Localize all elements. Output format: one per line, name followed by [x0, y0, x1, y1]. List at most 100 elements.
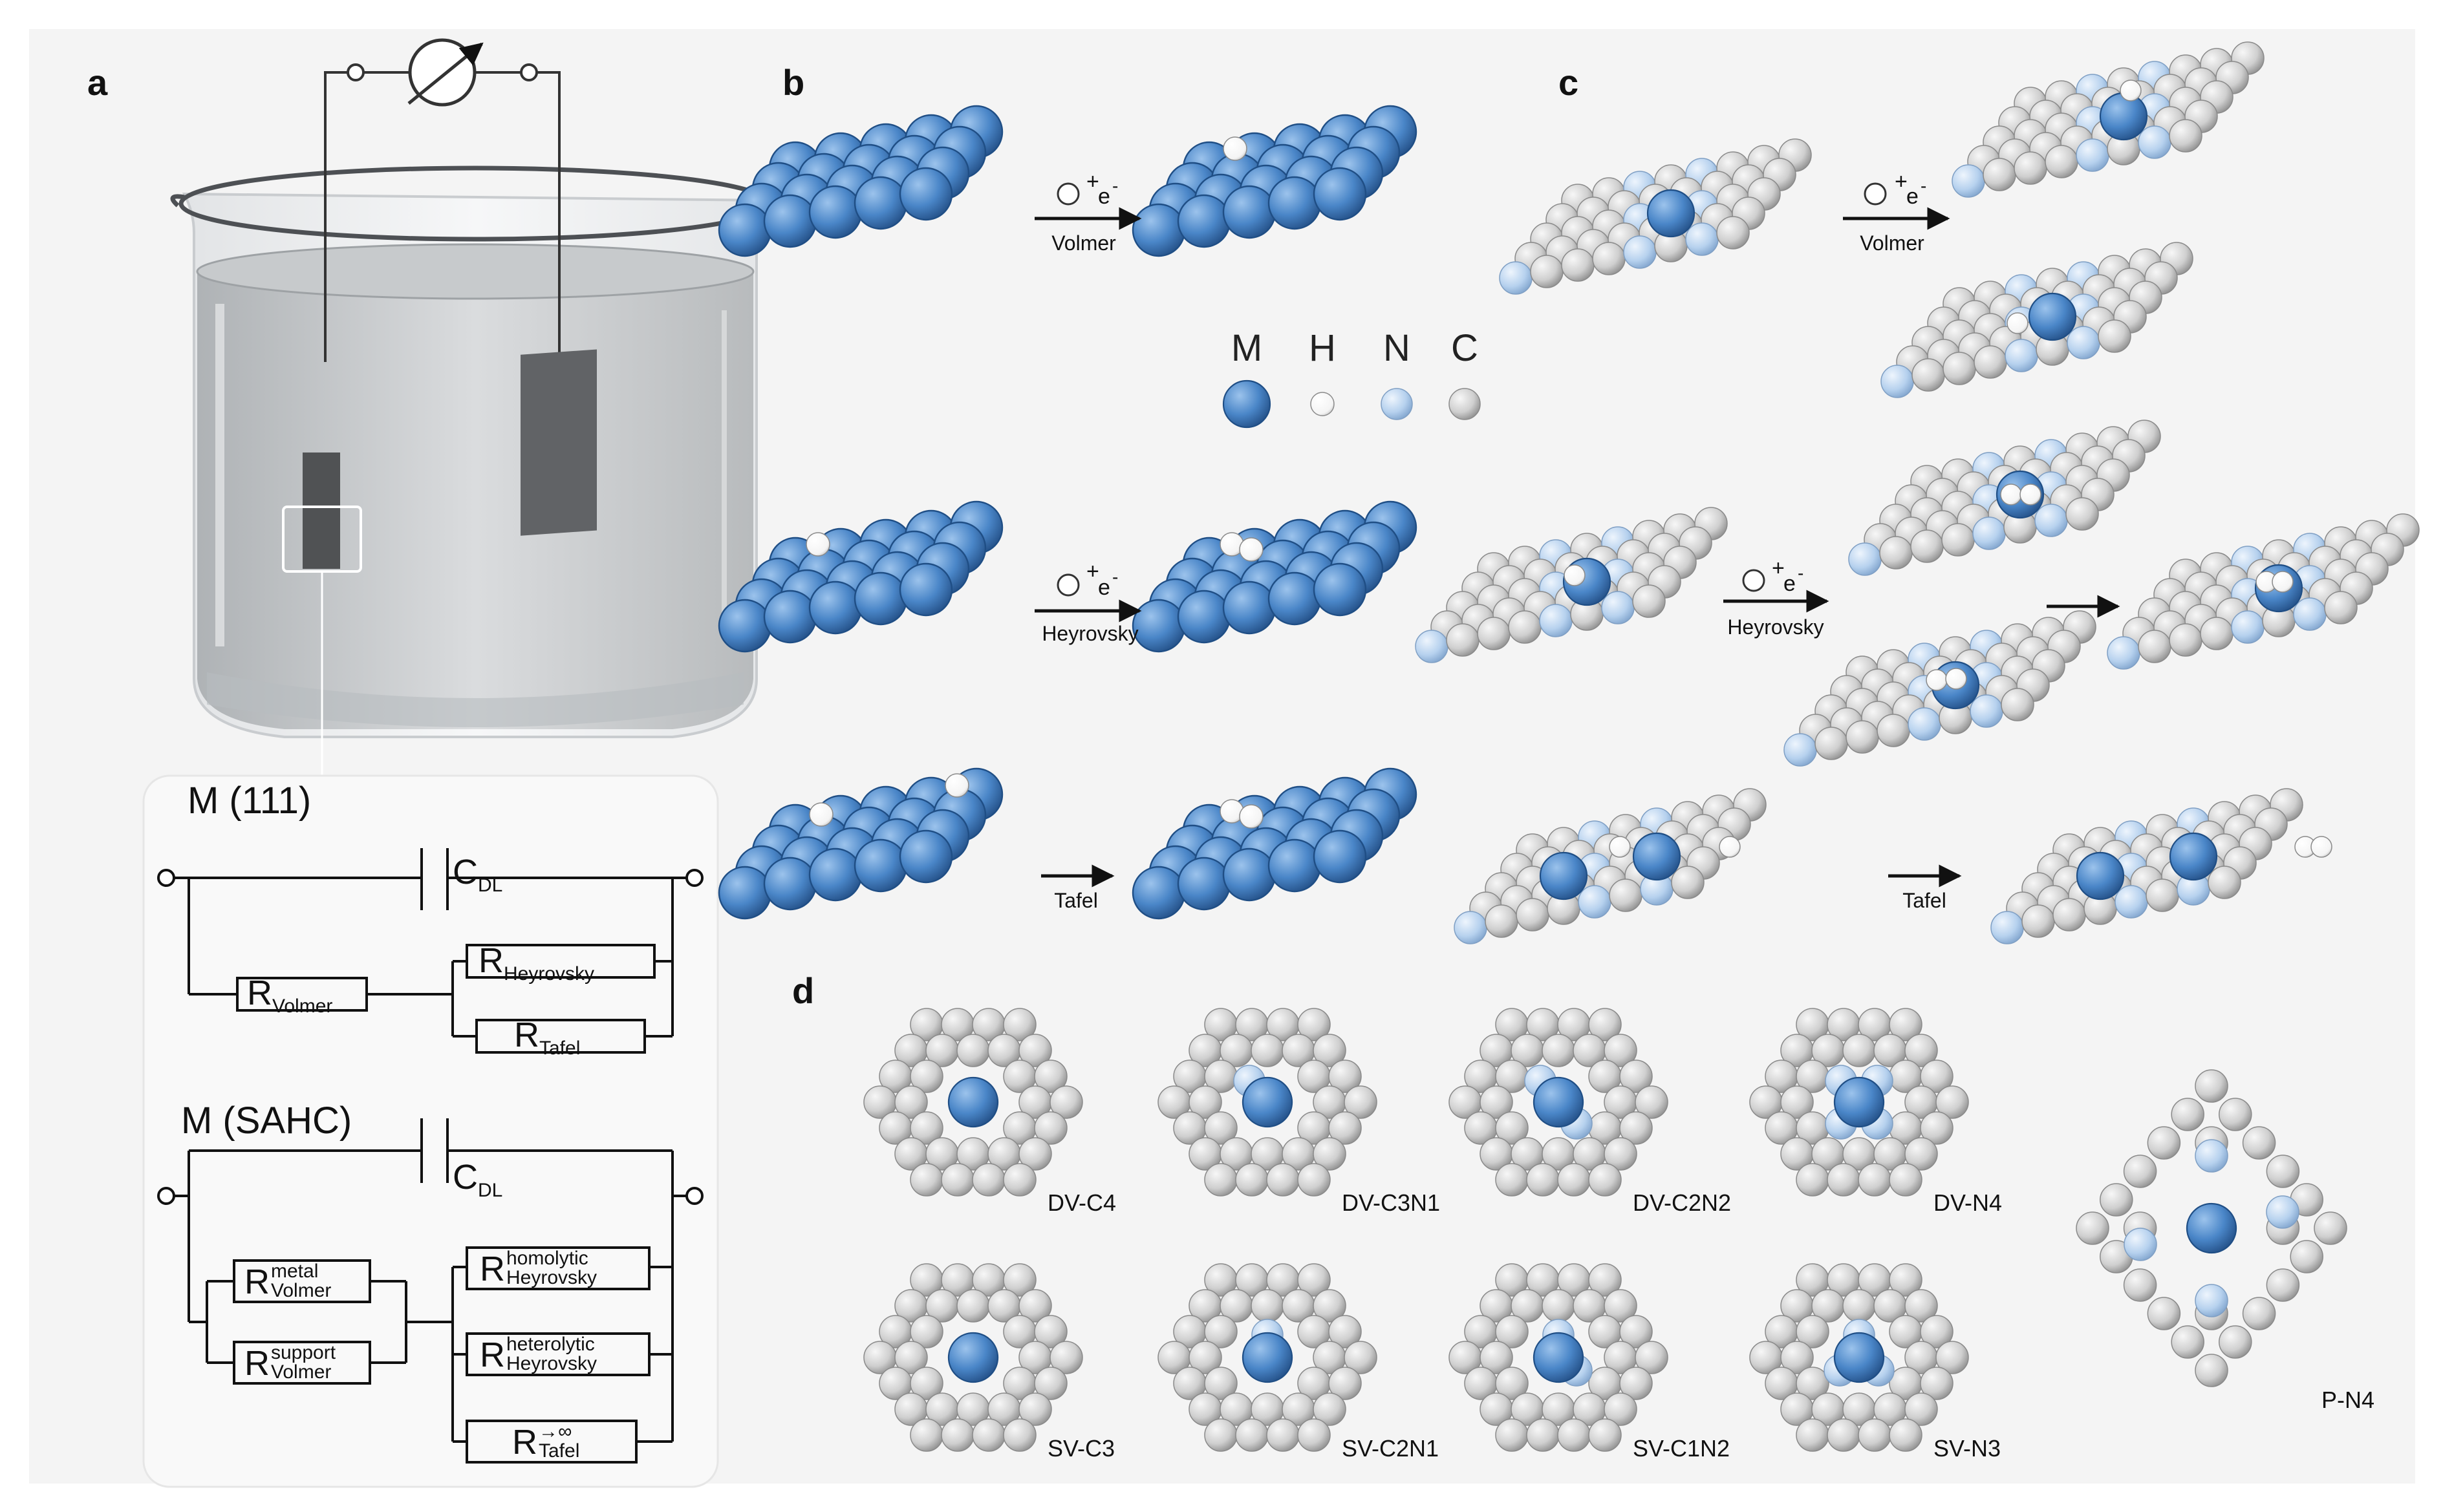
carbon-support-atom: [1516, 898, 1549, 932]
adsorbed-hydrogen-atom: [1223, 136, 1247, 161]
r-tafel-bottom-sup: →∞: [539, 1421, 572, 1442]
carbon-atom: [1034, 1111, 1068, 1145]
carbon-atom: [1780, 1341, 1814, 1374]
carbon-atom: [1480, 1341, 1513, 1374]
r-heyrovsky-label: RHeyrovsky: [479, 941, 594, 985]
carbon-atom: [1204, 1315, 1238, 1348]
carbon-atom: [1542, 1289, 1575, 1323]
r-homolytic-main: R: [480, 1250, 505, 1288]
carbon-atom: [894, 1085, 928, 1119]
surface-metal-atom: [854, 176, 908, 230]
surface-metal-atom: [1267, 176, 1322, 230]
proton-symbol-c1: [1864, 182, 1887, 206]
legend-metal-label: M: [1231, 327, 1263, 369]
nitrogen-support-atom: [1970, 694, 2003, 728]
adsorbed-hydrogen-atom: [1239, 804, 1264, 829]
carbon-atom: [1328, 1059, 1362, 1093]
surface-metal-atom: [763, 590, 817, 644]
carbon-atom: [910, 1163, 943, 1197]
beaker: [170, 38, 773, 779]
nitrogen-support-atom: [2115, 885, 2148, 919]
carbon-support-atom: [2208, 866, 2241, 899]
carbon-atom: [2171, 1098, 2204, 1131]
nitrogen-support-atom: [1880, 365, 1914, 398]
carbon-atom: [1920, 1315, 1953, 1348]
nitrogen-support-atom: [2034, 504, 2068, 537]
carbon-atom: [1049, 1341, 1083, 1374]
carbon-atom: [1204, 1163, 1238, 1197]
circuit-bottom: [174, 1118, 687, 1464]
carbon-support-atom: [1477, 617, 1511, 650]
r-heterolytic-sup: heterolytic: [506, 1334, 595, 1355]
carbon-atom: [2195, 1354, 2228, 1387]
adsorbed-hydrogen-atom: [945, 773, 969, 798]
carbon-support-atom: [2021, 904, 2055, 938]
carbon-atom: [1920, 1367, 1953, 1400]
carbon-atom: [1003, 1418, 1037, 1452]
single-metal-atom: [2028, 292, 2077, 341]
nitrogen-support-atom: [1990, 911, 2024, 944]
carbon-atom: [2147, 1297, 2181, 1330]
carbon-atom: [941, 1418, 974, 1452]
carbon-atom: [1920, 1111, 1953, 1145]
carbon-atom: [1604, 1034, 1637, 1067]
carbon-atom: [1344, 1085, 1377, 1119]
panel-label-d: d: [792, 970, 815, 1011]
carbon-atom: [1842, 1289, 1876, 1323]
carbon-atom: [1313, 1034, 1346, 1067]
carbon-atom: [1495, 1367, 1529, 1400]
r-tafel-top-label: RTafel: [514, 1015, 580, 1059]
carbon-support-atom: [2324, 591, 2358, 624]
nitrogen-support-atom: [1601, 591, 1635, 624]
carbon-atom: [1297, 1263, 1331, 1297]
nitrogen-support-atom: [1539, 604, 1573, 637]
electron-c1: e: [1906, 184, 1919, 209]
carbon-atom: [972, 1163, 1006, 1197]
surface-metal-atom: [854, 571, 908, 626]
r-tafel-top-main: R: [514, 1016, 539, 1054]
carbon-atom: [1827, 1418, 1860, 1452]
carbon-atom: [1904, 1137, 1938, 1171]
cdl-top-main: C: [453, 853, 478, 891]
carbon-atom: [1889, 1418, 1922, 1452]
nitrogen-support-atom: [1908, 707, 1941, 741]
carbon-atom: [1604, 1392, 1637, 1426]
r-tafel-bottom-sub: Tafel: [539, 1440, 580, 1462]
site-label-sv-c1n2: SV-C1N2: [1633, 1435, 1730, 1462]
cdl-bottom-label: CDL: [453, 1157, 502, 1202]
carbon-support-atom: [1974, 345, 2007, 379]
carbon-atom: [1003, 1263, 1037, 1297]
carbon-support-atom: [1846, 720, 1879, 754]
r-support-sup: support: [271, 1342, 336, 1363]
carbon-atom: [2219, 1098, 2252, 1131]
site-label-sv-c3: SV-C3: [1048, 1435, 1115, 1462]
carbon-atom: [1842, 1034, 1876, 1067]
carbon-atom: [1297, 1008, 1331, 1041]
carbon-atom: [1049, 1085, 1083, 1119]
surface-metal-atom: [718, 866, 772, 920]
carbon-atom: [1204, 1111, 1238, 1145]
circuit-bottom-title: M (SAHC): [181, 1100, 352, 1142]
carbon-support-atom: [1671, 866, 1705, 899]
carbon-atom: [1796, 1315, 1829, 1348]
surface-metal-atom: [808, 185, 863, 239]
carbon-atom: [956, 1289, 990, 1323]
carbon-support-atom: [2052, 898, 2086, 932]
site-metal-sv-c1n2: [1533, 1332, 1584, 1383]
surface-metal-atom: [1132, 866, 1186, 920]
site-metal-dv-c2n2: [1533, 1076, 1584, 1128]
surface-metal-atom: [899, 829, 953, 884]
reaction-label-volmer-b: Volmer: [1051, 231, 1116, 255]
proton-plus-c1: +: [1895, 169, 1908, 194]
carbon-atom: [2123, 1155, 2157, 1188]
carbon-atom: [1920, 1059, 1953, 1093]
reaction-label-tafel-c: Tafel: [1902, 889, 1946, 912]
carbon-atom: [2266, 1155, 2300, 1188]
carbon-atom: [2242, 1297, 2276, 1330]
electron-b2: e: [1098, 575, 1110, 600]
legend-metal-atom: [1222, 379, 1271, 429]
carbon-atom: [1635, 1085, 1668, 1119]
carbon-atom: [1344, 1341, 1377, 1374]
carbon-atom: [1526, 1163, 1560, 1197]
